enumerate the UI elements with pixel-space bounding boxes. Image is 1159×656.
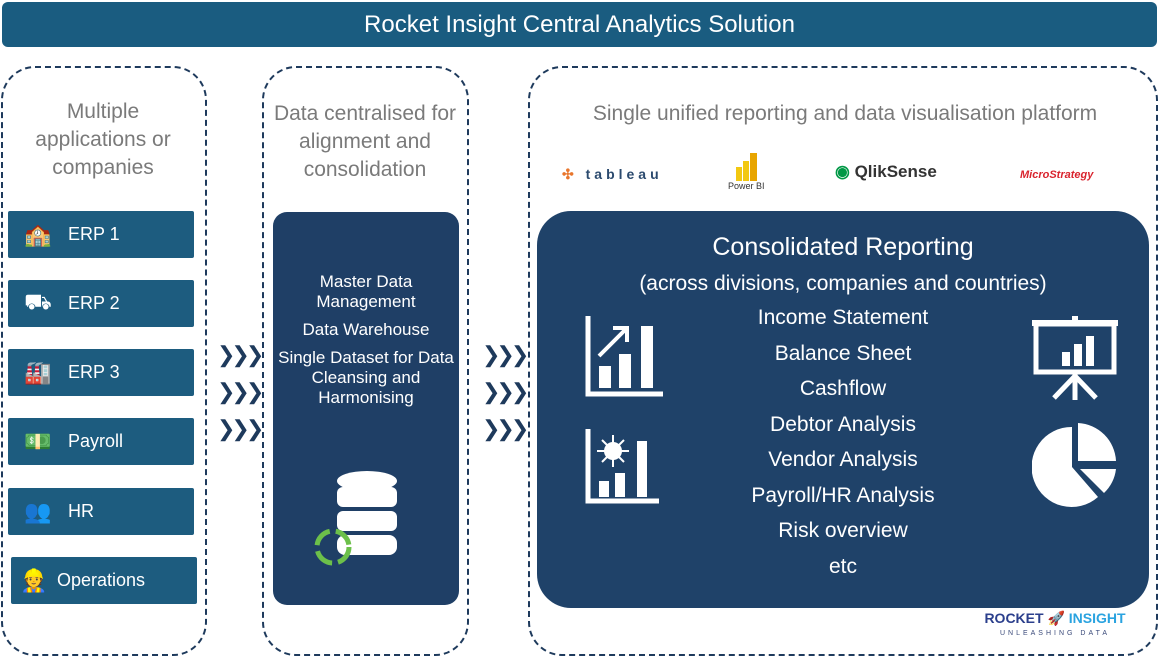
building-icon: 🏫	[24, 221, 52, 247]
report-item: etc	[828, 554, 857, 578]
report-item: Risk overview	[778, 519, 908, 542]
report-item: Vendor Analysis	[768, 448, 918, 471]
middle-item: Single Dataset for Data Cleansing and Ha…	[278, 348, 454, 407]
app-label: ERP 1	[68, 224, 120, 244]
growth-chart-icon	[585, 316, 663, 397]
page-title: Rocket Insight Central Analytics Solutio…	[2, 2, 1157, 47]
report-item: Debtor Analysis	[770, 412, 916, 436]
app-label: HR	[68, 501, 94, 521]
report-item: Balance Sheet	[774, 341, 912, 365]
app-label: ERP 3	[68, 362, 120, 382]
middle-item: Data Warehouse	[302, 320, 430, 339]
microstrategy-logo: MicroStrategy	[1020, 169, 1094, 181]
tableau-logo: ✣ tableau	[562, 166, 663, 182]
report-item: Income Statement	[757, 306, 929, 329]
pie-chart-icon	[1032, 423, 1116, 507]
left-heading: Multiple applications or companies	[35, 100, 171, 179]
app-erp-1: 🏫 ERP 1	[8, 211, 194, 258]
consolidated-reporting-box: Consolidated Reporting (across divisions…	[537, 211, 1149, 608]
report-item: Payroll/HR Analysis	[751, 483, 935, 507]
database-sync-icon	[314, 471, 397, 566]
virus-chart-icon	[585, 429, 659, 504]
app-hr: 👥 HR	[8, 488, 194, 535]
report-item: Cashflow	[799, 377, 887, 400]
qliksense-logo: ◉ QlikSense	[835, 162, 937, 181]
right-heading: Single unified reporting and data visual…	[592, 102, 1098, 125]
report-subtitle: (across divisions, companies and countri…	[639, 272, 1047, 295]
app-label: Operations	[57, 570, 146, 590]
report-title: Consolidated Reporting	[712, 233, 974, 261]
app-erp-3: 🏭 ERP 3	[8, 349, 194, 396]
rocket-insight-logo: ROCKET 🚀 INSIGHT UNLEASHING DATA	[984, 610, 1126, 637]
middle-item: Master Data Management	[316, 272, 416, 311]
workers-icon: 👷	[20, 567, 48, 593]
app-payroll: 💵 Payroll	[8, 418, 194, 465]
data-warehouse-box: Master Data Management Data Warehouse Si…	[273, 212, 459, 605]
powerbi-logo: Power BI	[728, 153, 765, 191]
app-label: ERP 2	[68, 293, 120, 313]
app-erp-2: ⛟ ERP 2	[8, 280, 194, 327]
chevrons-left: ❯❯❯❯❯❯❯❯❯	[217, 342, 264, 441]
middle-heading: Data centralised for alignment and conso…	[273, 102, 457, 181]
hand-truck-icon: ⛟	[24, 289, 52, 314]
people-icon: 👥	[24, 498, 52, 524]
app-label: Payroll	[68, 431, 124, 451]
app-operations: 👷 Operations	[11, 557, 197, 604]
money-hand-icon: 💵	[24, 428, 52, 454]
chevrons-right: ❯❯❯❯❯❯❯❯❯	[482, 342, 529, 441]
presentation-board-icon	[1032, 316, 1118, 400]
factory-icon: 🏭	[24, 359, 52, 385]
